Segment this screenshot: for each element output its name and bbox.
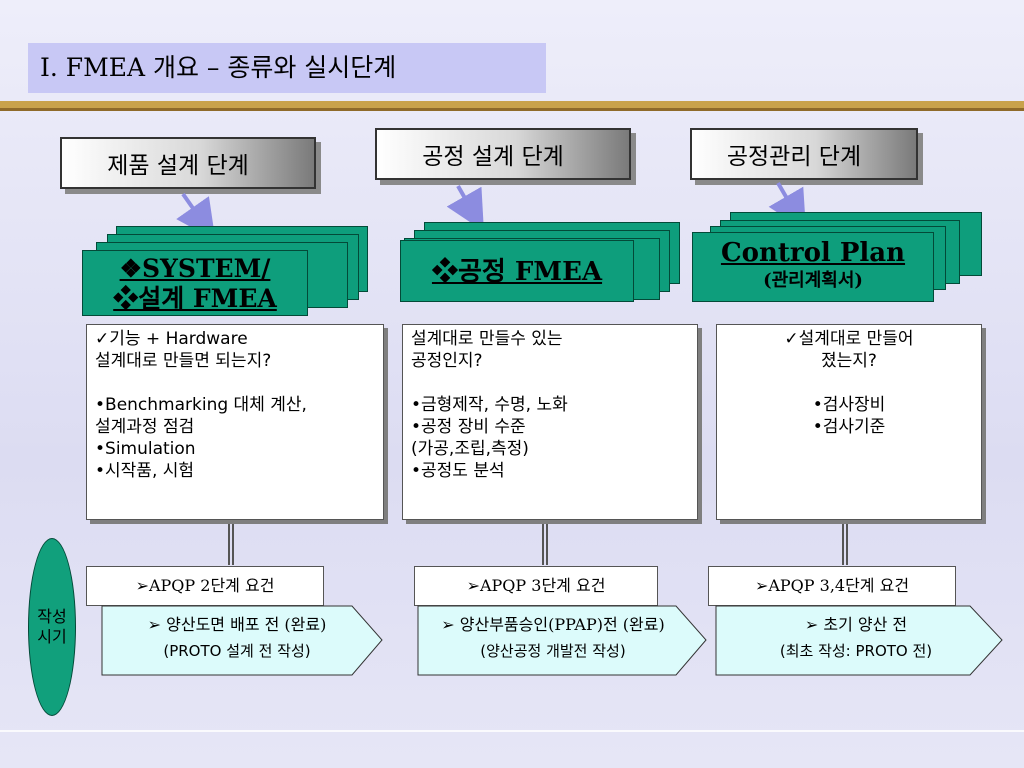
timing-arrow-shape xyxy=(101,605,383,676)
card-subtitle: (관리계획서) xyxy=(763,270,863,291)
stage-product-design: 제품 설계 단계 xyxy=(60,137,316,189)
content-line: •Benchmarking 대체 계산, xyxy=(95,395,307,415)
stage-label: 제품 설계 단계 xyxy=(107,153,249,179)
timing-arrow-shape xyxy=(417,605,707,676)
timing-line: ➢ 양산도면 배포 전 (완료) xyxy=(147,615,327,634)
apqp-requirement-control: ➢APQP 3,4단계 요건 xyxy=(708,566,956,606)
apqp-requirement-design: ➢APQP 2단계 요건 xyxy=(86,566,324,606)
content-line: 설계대로 만들면 되는지? xyxy=(95,351,272,371)
content-line: 졌는지? xyxy=(821,351,877,371)
timing-label-line: 작성 xyxy=(37,607,67,626)
content-line: •시작품, 시험 xyxy=(95,461,195,481)
arrow-down-icon xyxy=(768,181,807,232)
content-line: 설계대로 만들수 있는 xyxy=(411,329,563,349)
footer-divider xyxy=(0,730,1024,732)
content-line: ✓기능 + Hardware xyxy=(95,329,248,349)
timing-line: (양산공정 개발전 작성) xyxy=(480,642,626,660)
card-process-fmea: ❖공정 FMEA xyxy=(400,240,634,302)
stage-label: 공정관리 단계 xyxy=(726,144,862,170)
timing-line: ➢ 양산부품승인(PPAP)전 (완료) xyxy=(441,615,665,634)
arrow-down-icon xyxy=(176,192,216,241)
timing-label-line: 시기 xyxy=(37,627,67,646)
card-title: ❖공정 FMEA xyxy=(431,257,603,287)
content-line: •공정 장비 수준 xyxy=(411,417,526,437)
content-line: •Simulation xyxy=(95,439,196,459)
timing-arrow-shape xyxy=(715,605,1003,676)
stage-label: 공정 설계 단계 xyxy=(422,144,564,170)
timing-line: (PROTO 설계 전 작성) xyxy=(163,642,311,660)
timing-control: ➢ 초기 양산 전 (최초 작성: PROTO 전) xyxy=(716,612,996,664)
content-control: ✓설계대로 만들어 졌는지? •검사장비 •검사기준 xyxy=(716,324,982,520)
content-line: (가공,조립,측정) xyxy=(411,439,529,459)
timing-line: ➢ 초기 양산 전 xyxy=(804,615,908,634)
content-line: •검사장비 xyxy=(812,395,886,415)
card-control-plan: Control Plan (관리계획서) xyxy=(692,232,934,302)
title-divider xyxy=(0,101,1024,108)
content-line: ✓설계대로 만들어 xyxy=(784,329,914,349)
arrow-down-icon xyxy=(446,185,484,232)
timing-design: ➢ 양산도면 배포 전 (완료) (PROTO 설계 전 작성) xyxy=(102,612,372,664)
card-system-design-fmea: ❖SYSTEM/ ❖설계 FMEA xyxy=(82,250,308,316)
timing-label-oval: 작성 시기 xyxy=(28,538,76,716)
timing-process: ➢ 양산부품승인(PPAP)전 (완료) (양산공정 개발전 작성) xyxy=(408,612,698,664)
stage-process-control: 공정관리 단계 xyxy=(690,128,918,180)
card-title: Control Plan xyxy=(720,238,906,268)
page-title: Ⅰ. FMEA 개요 – 종류와 실시단계 xyxy=(28,43,546,93)
card-title: ❖SYSTEM/ xyxy=(119,254,271,283)
content-line: 설계과정 점검 xyxy=(95,417,195,437)
title-divider-shadow xyxy=(0,108,1024,111)
card-title: ❖설계 FMEA xyxy=(113,284,277,313)
timing-line: (최초 작성: PROTO 전) xyxy=(779,642,933,660)
apqp-requirement-process: ➢APQP 3단계 요건 xyxy=(414,566,658,606)
content-process: 설계대로 만들수 있는 공정인지? •금형제작, 수명, 노화 •공정 장비 수… xyxy=(402,324,698,520)
content-line: •금형제작, 수명, 노화 xyxy=(411,395,568,415)
content-design: ✓기능 + Hardware 설계대로 만들면 되는지? •Benchmarki… xyxy=(86,324,384,520)
content-line: •검사기준 xyxy=(812,417,886,437)
content-line: •공정도 분석 xyxy=(411,461,505,481)
stage-process-design: 공정 설계 단계 xyxy=(375,128,631,180)
content-line: 공정인지? xyxy=(411,351,483,371)
